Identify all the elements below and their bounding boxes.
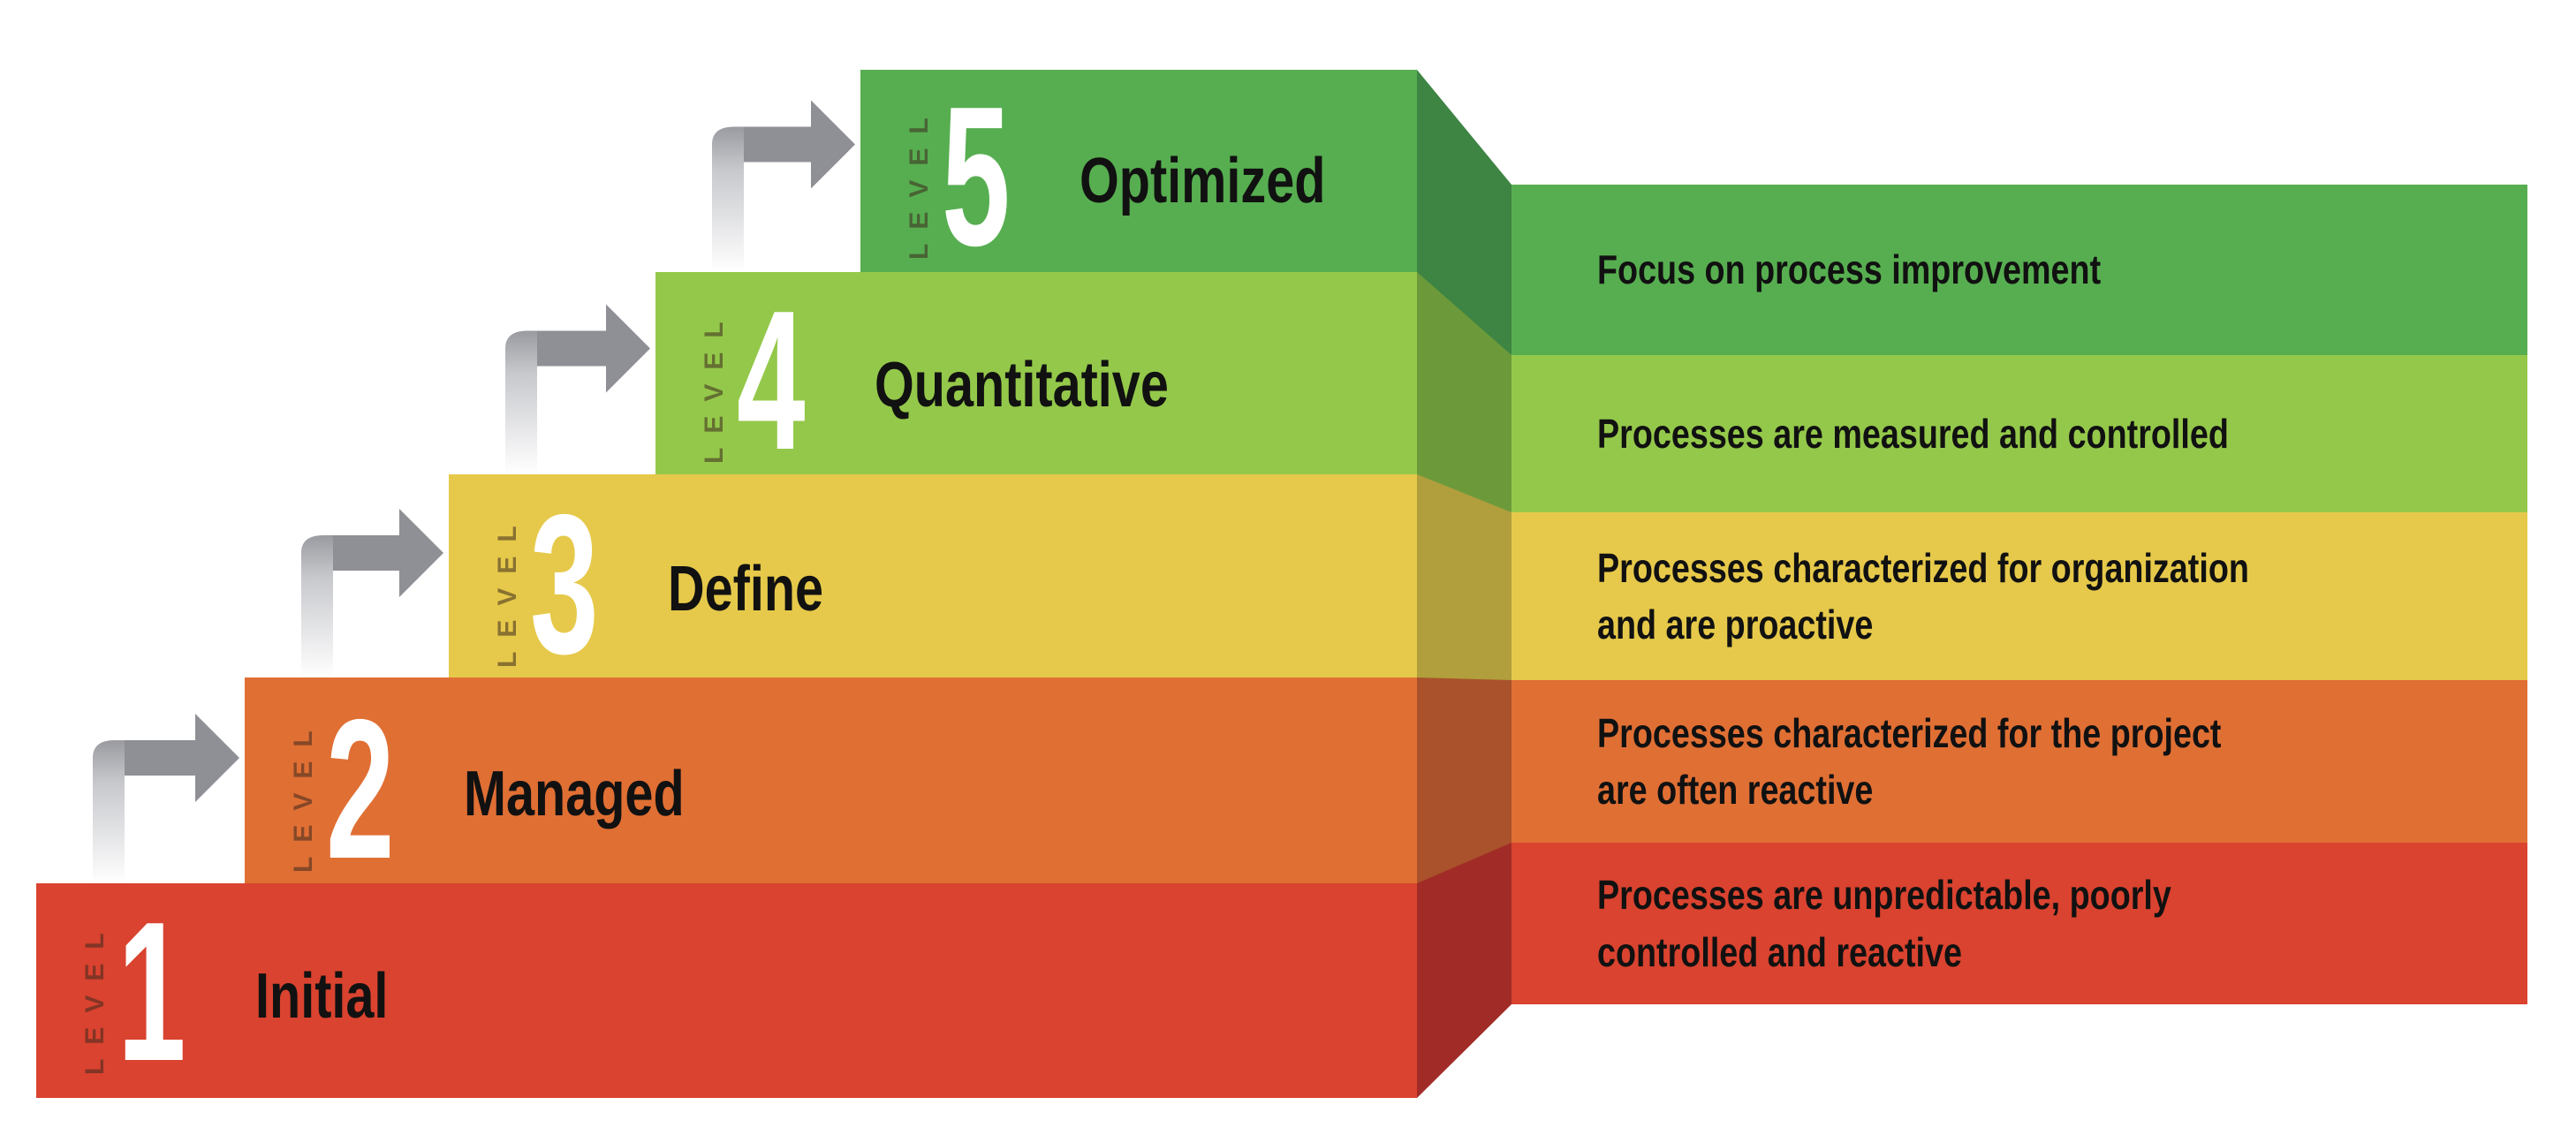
side-face-level-5 bbox=[1417, 70, 1512, 355]
level-word: LEVEL bbox=[700, 307, 729, 464]
side-face-level-1 bbox=[1417, 843, 1512, 1098]
level-word: LEVEL bbox=[289, 716, 318, 873]
description-line: Processes characterized for the project bbox=[1597, 709, 2222, 756]
level-3-block: LEVEL 3 Define bbox=[449, 474, 1417, 693]
level-number: 2 bbox=[326, 677, 395, 900]
level-2-block: LEVEL 2 Managed bbox=[245, 677, 1417, 900]
level-description: Focus on process improvement bbox=[1597, 241, 2101, 298]
description-line: Processes characterized for organization bbox=[1597, 544, 2249, 591]
description-line: Focus on process improvement bbox=[1597, 246, 2102, 293]
level-number: 5 bbox=[942, 64, 1011, 287]
bent-arrow-icon bbox=[93, 714, 239, 883]
description-line: controlled and reactive bbox=[1597, 928, 1962, 975]
description-row-level-1: Processes are unpredictable, poorly contr… bbox=[1512, 843, 2527, 1004]
side-face-level-2 bbox=[1417, 677, 1512, 900]
side-face-level-3 bbox=[1417, 474, 1512, 693]
level-name: Initial bbox=[255, 960, 389, 1032]
bent-arrow-icon bbox=[712, 100, 855, 272]
side-face-level-4 bbox=[1417, 272, 1512, 512]
description-line: and are proactive bbox=[1597, 602, 1874, 647]
description-line: Processes are measured and controlled bbox=[1597, 410, 2229, 457]
description-line: Processes are unpredictable, poorly bbox=[1597, 872, 2171, 919]
description-row-level-3: Processes characterized for organization… bbox=[1512, 512, 2527, 680]
level-description: Processes characterized for organization… bbox=[1597, 540, 2249, 654]
level-number: 1 bbox=[117, 879, 186, 1102]
description-row-level-4: Processes are measured and controlled bbox=[1512, 355, 2527, 512]
level-name: Managed bbox=[464, 759, 685, 829]
level-description: Processes are measured and controlled bbox=[1597, 405, 2229, 462]
level-description: Processes characterized for the project a… bbox=[1597, 705, 2222, 819]
bent-arrow-icon bbox=[301, 509, 443, 677]
level-number: 4 bbox=[737, 268, 806, 491]
level-word: LEVEL bbox=[493, 511, 522, 668]
level-word: LEVEL bbox=[905, 102, 934, 260]
bent-arrow-icon bbox=[505, 304, 650, 474]
level-word: LEVEL bbox=[80, 918, 110, 1075]
level-name: Define bbox=[668, 554, 824, 624]
description-row-level-5: Focus on process improvement bbox=[1512, 185, 2527, 355]
level-name: Quantitative bbox=[875, 349, 1169, 420]
level-number: 3 bbox=[530, 473, 599, 695]
level-description: Processes are unpredictable, poorly contr… bbox=[1597, 867, 2171, 980]
level-name: Optimized bbox=[1080, 145, 1326, 216]
description-row-level-2: Processes characterized for the project a… bbox=[1512, 680, 2527, 843]
description-line: are often reactive bbox=[1597, 767, 1874, 813]
